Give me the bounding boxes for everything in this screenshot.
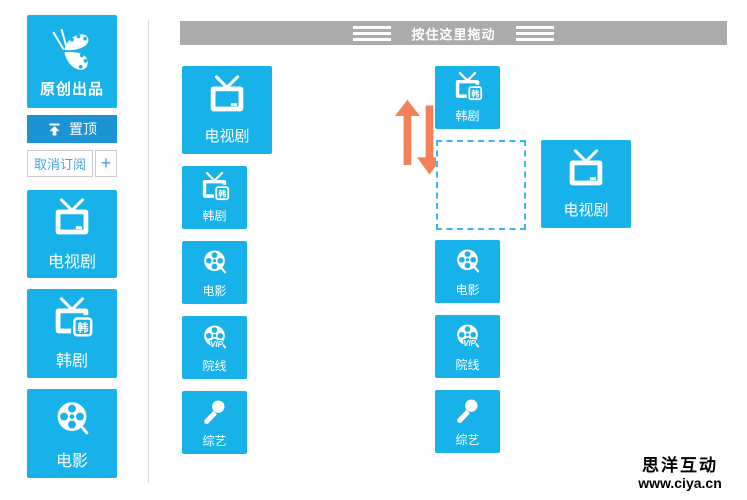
tile-label: 电影 [202,284,227,298]
microphone-icon [198,396,231,429]
film-reel-icon [451,245,484,278]
tv-korea-icon [451,71,484,104]
dragged-tile-tv-drama[interactable]: 电视剧 [541,140,631,228]
film-butterfly-icon [46,24,98,76]
tile-label: 电视剧 [47,253,96,271]
film-reel-vip-icon [451,320,484,353]
target-tile-korean-drama[interactable]: 韩剧 [435,66,500,129]
tile-label: 韩剧 [202,209,227,223]
microphone-icon [451,395,484,428]
drag-handle-icon [515,25,554,41]
tile-label: 韩剧 [455,109,480,123]
source-tile-variety[interactable]: 综艺 [182,391,247,454]
sidebar-tile-movie[interactable]: 电影 [27,389,117,478]
brand-tile-original-production[interactable]: 原创出品 [27,15,117,108]
watermark: 思洋互动 www.ciya.cn [628,456,732,491]
tv-icon [563,148,609,194]
add-button-label: + [100,153,112,173]
target-tile-variety[interactable]: 综艺 [435,390,500,453]
add-button[interactable]: + [95,150,117,177]
tv-icon [204,74,250,120]
tv-korea-icon [198,171,231,204]
tv-korea-icon [49,296,95,342]
watermark-url: www.ciya.cn [638,474,722,491]
sidebar-tile-tv-drama[interactable]: 电视剧 [27,190,117,278]
drop-placeholder[interactable] [436,140,526,230]
tile-label: 韩剧 [55,353,88,370]
film-reel-icon [49,396,95,442]
pin-top-icon [47,122,62,137]
tile-label: 院线 [455,358,480,372]
tile-label: 电影 [55,453,88,470]
source-tile-tv-drama[interactable]: 电视剧 [182,66,272,154]
sidebar-tile-korean-drama[interactable]: 韩剧 [27,289,117,378]
sidebar-divider [148,20,149,483]
tile-label: 电视剧 [563,202,609,219]
tile-label: 电影 [455,283,480,297]
brand-tile-label: 原创出品 [39,81,104,98]
tile-label: 电视剧 [204,128,250,145]
target-tile-cinema-vip[interactable]: 院线 [435,315,500,378]
drag-handle-icon [353,25,392,41]
film-reel-vip-icon [198,321,231,354]
pin-to-top-button[interactable]: 置顶 [27,115,117,143]
tile-label: 综艺 [455,433,480,447]
source-tile-cinema-vip[interactable]: 院线 [182,316,247,379]
unsubscribe-button[interactable]: 取消订阅 [27,150,93,177]
source-tile-korean-drama[interactable]: 韩剧 [182,166,247,229]
watermark-name: 思洋互动 [642,456,718,475]
tv-icon [49,197,95,243]
drag-bar-label: 按住这里拖动 [411,26,496,42]
tile-label: 综艺 [202,434,227,448]
film-reel-icon [198,246,231,279]
unsubscribe-label: 取消订阅 [33,157,86,172]
drag-handle-bar[interactable]: 按住这里拖动 [180,21,727,45]
tile-label: 院线 [202,359,227,373]
target-tile-movie[interactable]: 电影 [435,240,500,303]
source-tile-movie[interactable]: 电影 [182,241,247,304]
pin-to-top-label: 置顶 [69,121,97,137]
